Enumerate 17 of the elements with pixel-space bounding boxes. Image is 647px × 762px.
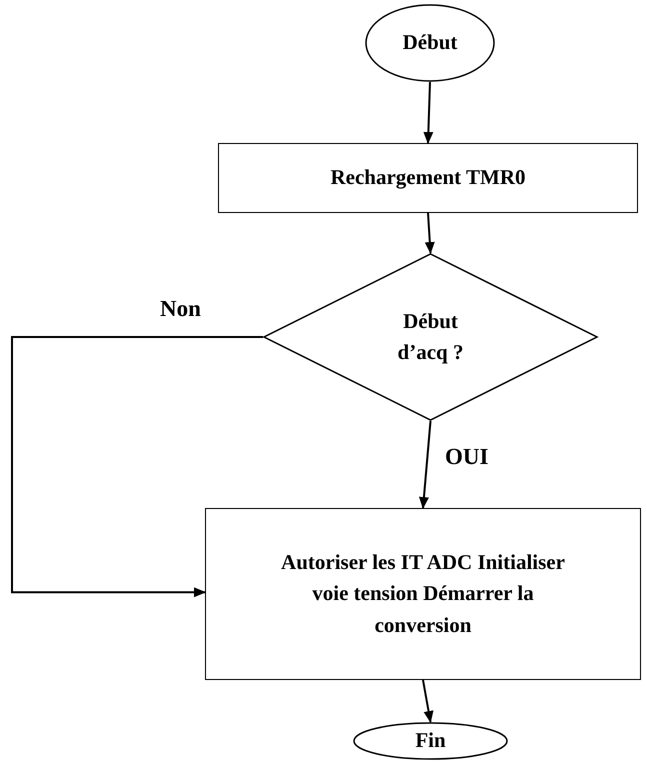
decision-diamond <box>263 253 598 421</box>
arrow <box>11 336 263 598</box>
node-label: Autoriser les IT ADC Initialiser voie tension Démarrer la conversion <box>280 548 566 639</box>
process-box <box>205 508 641 680</box>
arrow <box>423 82 434 144</box>
edge-label: Non <box>160 296 201 322</box>
process-box <box>218 143 638 213</box>
edge-label: OUI <box>445 444 488 470</box>
arrow <box>422 680 434 723</box>
arrow <box>424 212 435 254</box>
node-label: Rechargement TMR0 <box>330 164 526 192</box>
arrow <box>418 420 432 509</box>
node-label: Début <box>402 29 458 56</box>
end-ellipse <box>353 722 508 760</box>
node-label: Fin <box>415 727 446 754</box>
start-ellipse <box>365 4 495 82</box>
node-label: Début d’acq ? <box>396 308 464 366</box>
